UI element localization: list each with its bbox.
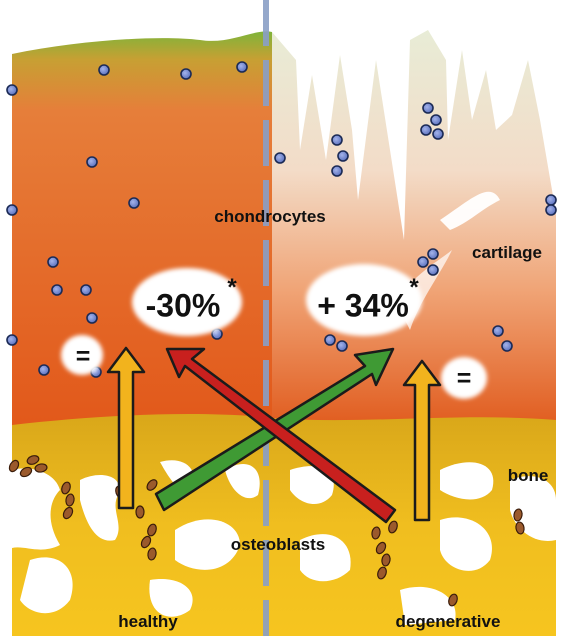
healthy-label: healthy [118,612,178,632]
osteoblasts-label: osteoblasts [231,535,325,555]
degenerative-significance-star: * [409,274,418,302]
degenerative-label: degenerative [396,612,501,632]
degenerative-change-value: + 34% [317,288,409,325]
bone-label: bone [508,466,549,486]
chondrocytes-label: chondrocytes [214,207,325,227]
healthy-change-value: -30% [146,288,221,325]
healthy-equal-sign: = [76,343,91,372]
cartilage-label: cartilage [472,243,542,263]
degenerative-equal-sign: = [457,365,472,394]
healthy-significance-star: * [227,274,236,302]
